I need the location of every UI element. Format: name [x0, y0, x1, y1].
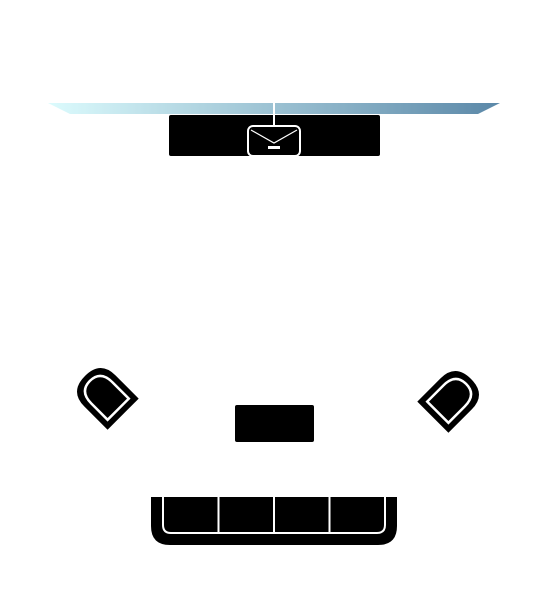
front-right-speaker-icon: [417, 371, 479, 433]
front-left-speaker-icon: [77, 368, 139, 430]
subwoofer-icon: [235, 405, 314, 442]
center-speaker-icon: [247, 103, 301, 157]
couch-icon: [151, 497, 397, 545]
